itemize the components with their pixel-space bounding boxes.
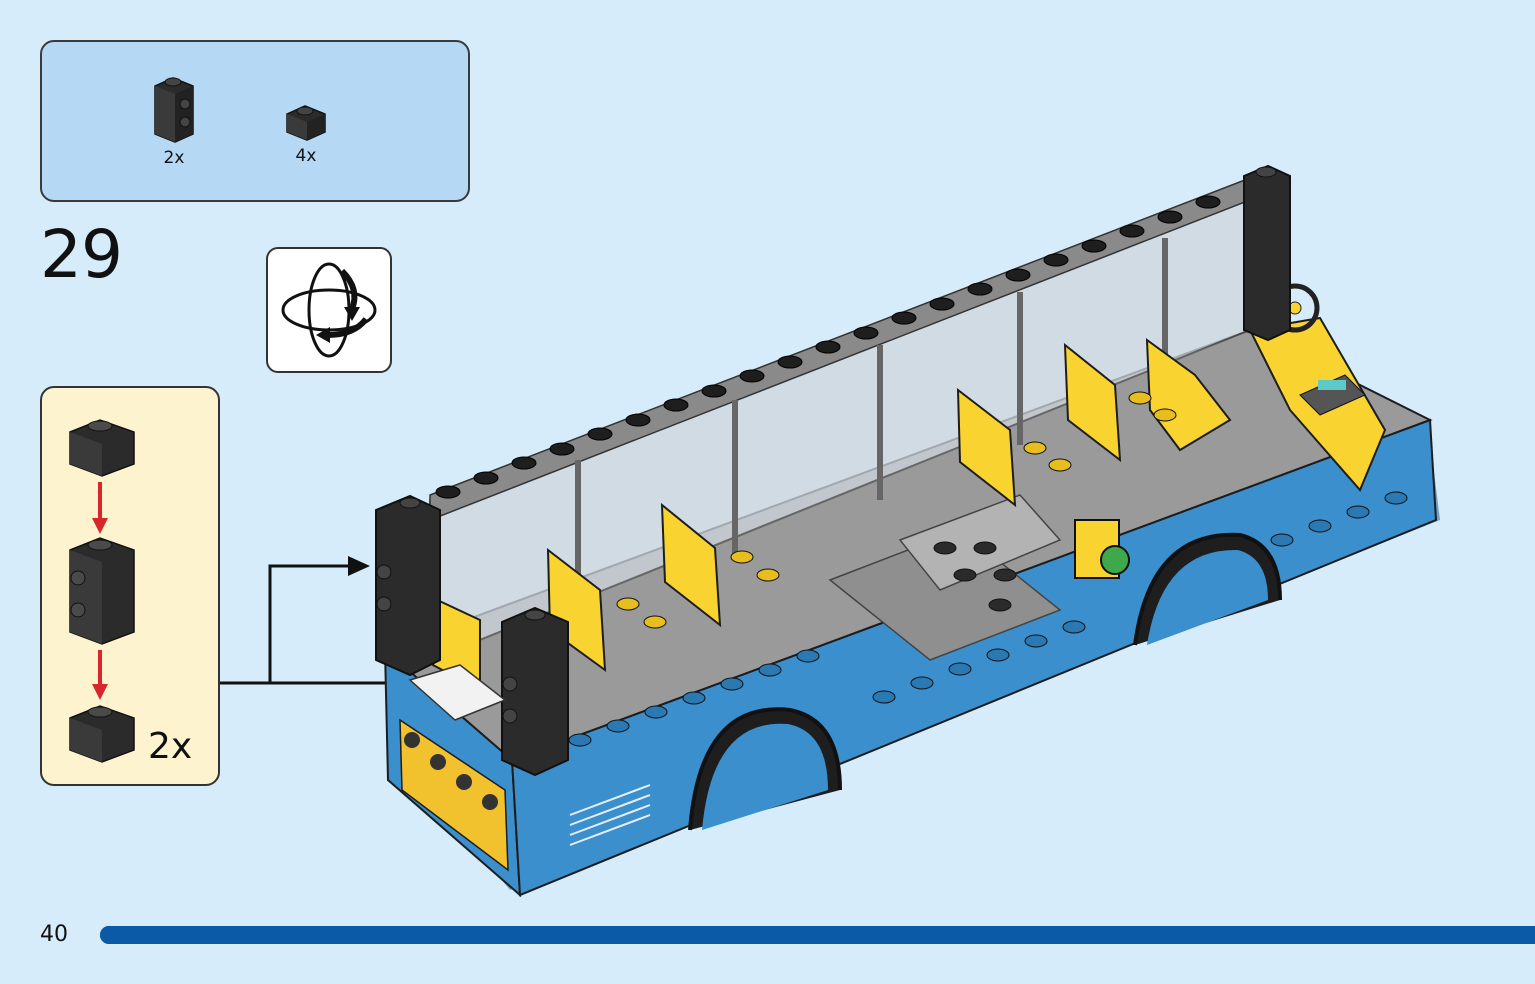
brick-1x1x2-studs-on-side-icon <box>154 77 194 143</box>
progress-fill <box>100 926 1535 944</box>
part-quantity: 2x <box>163 148 185 168</box>
step-number: 29 <box>40 216 123 293</box>
rotate-model-icon <box>281 262 377 358</box>
plate-1x1-icon <box>69 705 135 763</box>
parts-list-box: 2x 4x <box>40 40 470 202</box>
plate-1x1-icon <box>286 105 326 141</box>
subassembly-quantity: 2x <box>148 726 193 767</box>
subassembly-box: 2x <box>40 386 220 786</box>
page-number: 40 <box>40 922 68 947</box>
subassembly-diagram <box>69 419 135 763</box>
part-item-2: 4x <box>278 100 334 166</box>
rotate-model-box <box>266 247 392 373</box>
part-quantity: 4x <box>295 146 317 166</box>
part-item-1: 2x <box>146 72 202 168</box>
progress-bar <box>100 926 1535 944</box>
brick-1x1x2-studs-on-side-icon <box>69 537 135 645</box>
plate-1x1-icon <box>69 419 135 477</box>
